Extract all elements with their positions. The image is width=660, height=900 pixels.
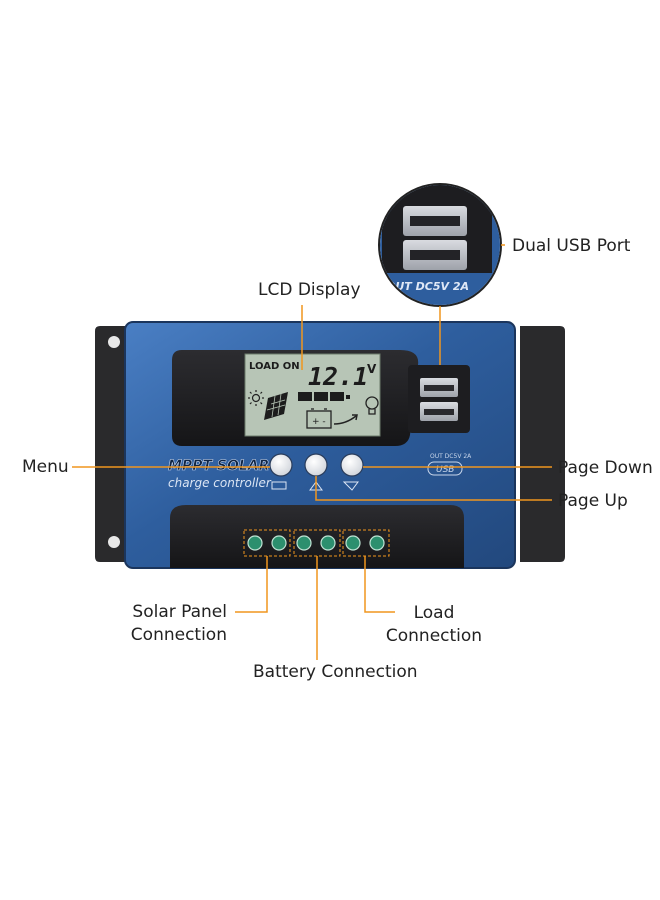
lcd-voltage-value: 12.1: [308, 362, 368, 391]
battery-level-icon: [298, 392, 350, 401]
load-label-line2: Connection: [385, 626, 483, 646]
lcd-display-label: LCD Display: [258, 280, 361, 300]
battery-terminal-1: [296, 535, 312, 551]
battery-connection-label: Battery Connection: [253, 662, 418, 682]
usb-output-label: OUT DC5V 2A: [430, 453, 472, 460]
lcd-screen: [244, 353, 381, 437]
svg-text:USB: USB: [436, 465, 454, 475]
dual-usb-port-label: Dual USB Port: [512, 236, 631, 256]
brand-subtitle: charge controller: [168, 476, 272, 490]
usb-zoom-inset: OUT DC5V 2A: [378, 183, 502, 307]
solar-terminal-2: [271, 535, 287, 551]
terminal-group-load: [342, 529, 390, 557]
usb-port-housing: [408, 365, 470, 433]
svg-text:OUT DC5V 2A: OUT DC5V 2A: [386, 280, 469, 293]
solar-panel-connection-label: Solar Panel Connection: [120, 601, 227, 647]
svg-text:+ -: + -: [312, 417, 326, 427]
lcd-status-text: LOAD ON: [249, 361, 300, 372]
page-down-button[interactable]: [340, 453, 364, 491]
solar-panel-icon: [264, 392, 288, 420]
sun-icon: [248, 390, 264, 406]
brand-title: MPPT SOLAR: [168, 458, 269, 474]
lamp-icon: [365, 396, 379, 415]
menu-label: Menu: [22, 457, 69, 477]
menu-icon: [271, 481, 287, 490]
usb-badge: USB: [427, 461, 463, 476]
page-up-label: Page Up: [558, 491, 628, 511]
battery-terminal-2: [320, 535, 336, 551]
load-terminal-1: [345, 535, 361, 551]
solar-terminal-1: [247, 535, 263, 551]
battery-icon: + -: [306, 408, 332, 429]
load-connection-label: Load Connection: [384, 602, 484, 648]
load-terminal-2: [369, 535, 385, 551]
solar-panel-label-line1: Solar Panel: [132, 602, 227, 622]
page-down-label: Page Down: [558, 458, 653, 478]
load-label-line1: Load: [413, 603, 455, 623]
solar-panel-label-line2: Connection: [130, 625, 227, 645]
menu-button[interactable]: [269, 453, 293, 490]
load-arrow-icon: [333, 414, 358, 425]
lcd-voltage-unit: V: [367, 362, 377, 376]
down-arrow-icon: [342, 481, 359, 491]
callout-lines: [72, 244, 552, 660]
